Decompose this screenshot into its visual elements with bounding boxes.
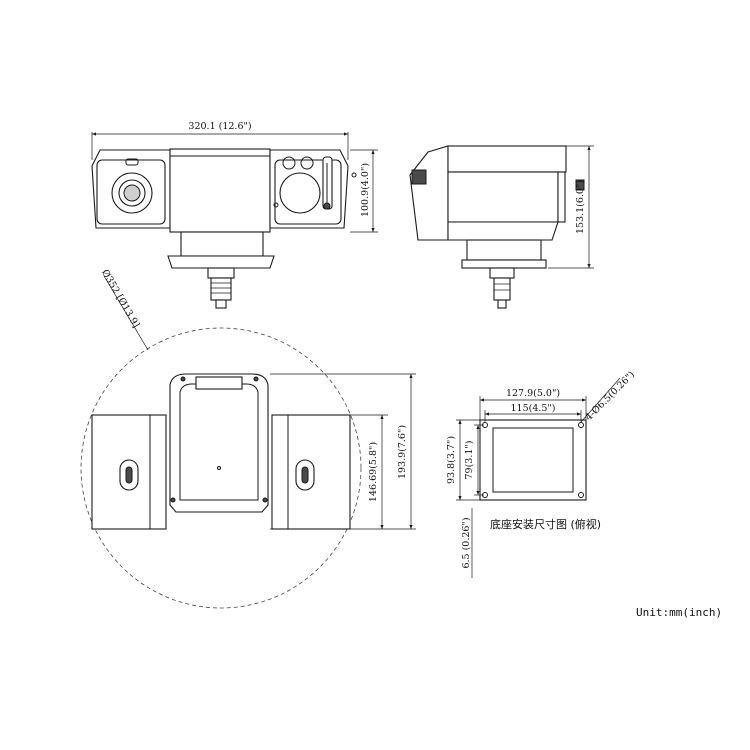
top-depth-label: 193.9(7.6") bbox=[397, 425, 408, 479]
base-holes-label: 4-Ø6.5(0.26") bbox=[583, 369, 637, 423]
unit-note: Unit:mm(inch) bbox=[636, 606, 722, 619]
base-mount-view: 127.9(5.0") 115(4.5") 4-Ø6.5(0.26") 93.8… bbox=[446, 369, 637, 578]
front-view: 320.1 (12.6") 100.9(4.0" bbox=[91, 121, 378, 309]
base-thickness-label: 6.5 (0.26") bbox=[461, 517, 472, 568]
base-inner-height-label: 79(3.1") bbox=[464, 441, 475, 480]
side-view: 153.1(6.0") bbox=[409, 145, 594, 309]
side-height-label: 153.1(6.0") bbox=[575, 180, 586, 234]
top-inner-depth-label: 146.69(5.8") bbox=[368, 442, 379, 502]
front-height-label: 100.9(4.0") bbox=[360, 163, 371, 217]
swing-diameter-label: Ø352 [Ø13.9] bbox=[99, 268, 141, 330]
base-outer-width-label: 127.9(5.0") bbox=[506, 388, 560, 399]
front-width-label: 320.1 (12.6") bbox=[188, 121, 251, 132]
top-view: Ø352 [Ø13.9] 193.9(7.6") 146.69(5.8") bbox=[80, 268, 416, 609]
base-inner-width-label: 115(4.5") bbox=[510, 403, 555, 414]
base-caption: 底座安装尺寸图 (俯视) bbox=[490, 517, 601, 531]
base-outer-height-label: 93.8(3.7") bbox=[446, 436, 457, 484]
